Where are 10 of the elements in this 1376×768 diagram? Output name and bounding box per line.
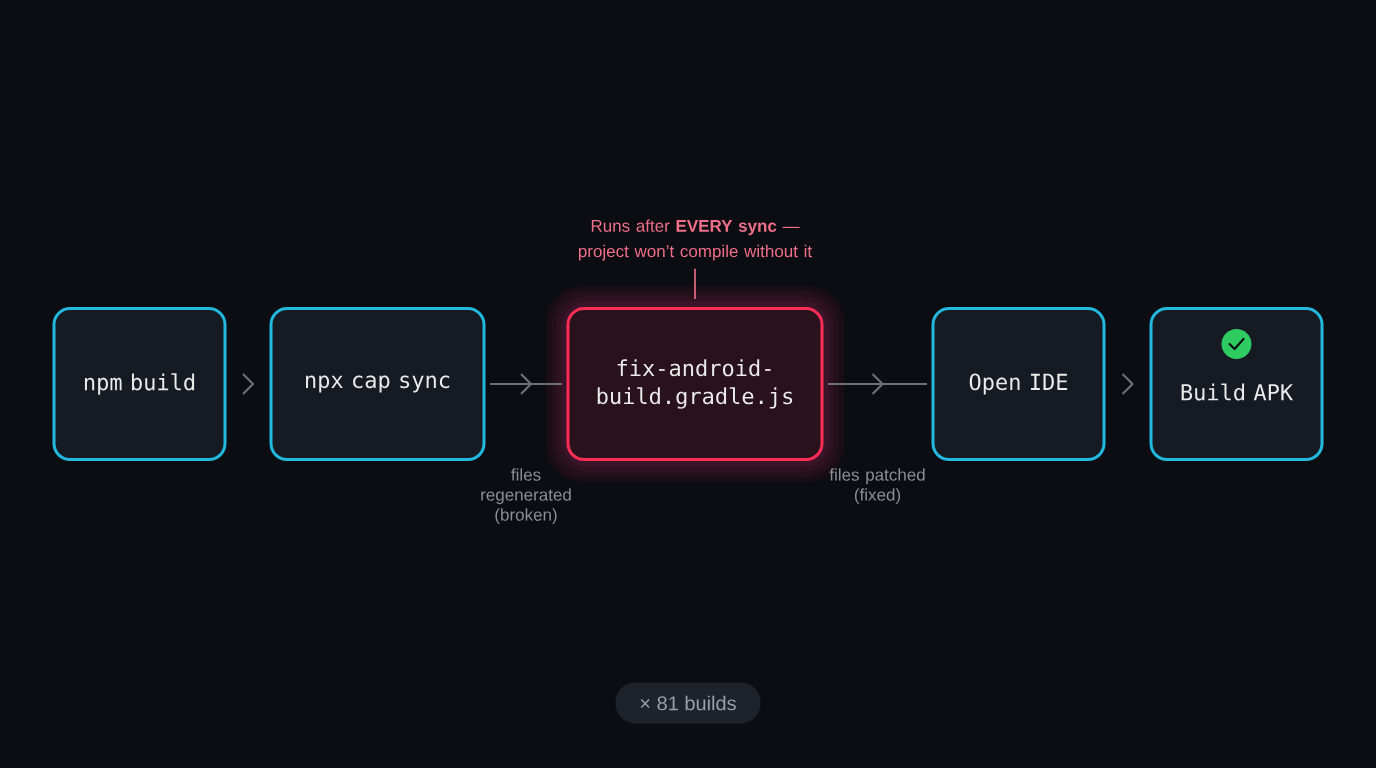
arrow bbox=[826, 372, 929, 396]
step-box: Build APK bbox=[1149, 307, 1324, 461]
step-box: npx cap sync bbox=[269, 307, 486, 461]
arrow bbox=[242, 373, 255, 395]
step-box: Open IDE bbox=[931, 307, 1106, 461]
annotation-text: Runs after EVERY sync — project won’t compile without it bbox=[578, 219, 812, 261]
arrow bbox=[488, 372, 564, 396]
step-box: npm build bbox=[52, 307, 227, 461]
leader-line bbox=[694, 268, 696, 300]
arrow bbox=[1121, 373, 1134, 395]
